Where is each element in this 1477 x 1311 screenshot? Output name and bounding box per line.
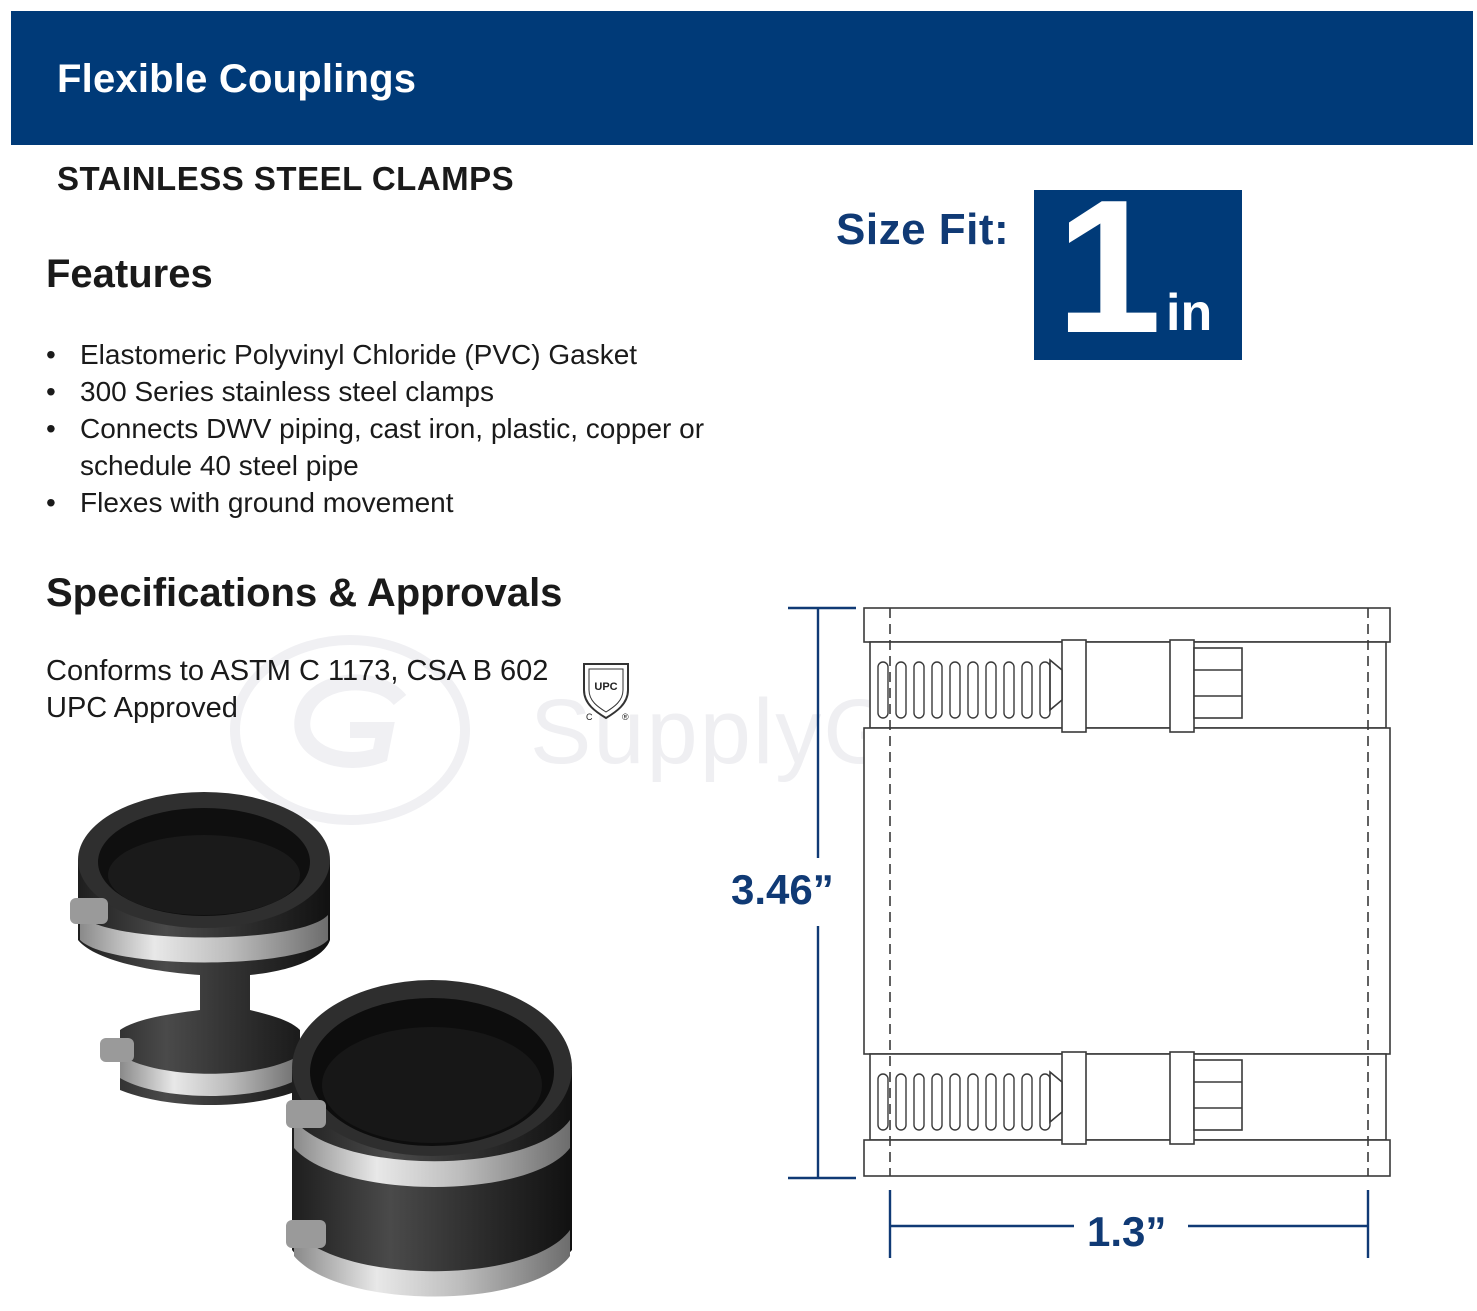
bullet-icon: • bbox=[46, 487, 56, 518]
header-banner: Flexible Couplings bbox=[11, 11, 1473, 145]
upc-certification-icon: UPC C ® bbox=[583, 663, 629, 722]
feature-item: • Flexes with ground movement bbox=[46, 484, 786, 521]
product-photo bbox=[70, 792, 572, 1297]
upc-logo-c: C bbox=[586, 712, 593, 722]
reducer-coupling-image bbox=[70, 792, 330, 1105]
watermark-logo-icon bbox=[230, 635, 470, 825]
product-subtitle: STAINLESS STEEL CLAMPS bbox=[57, 160, 515, 197]
feature-item: • 300 Series stainless steel clamps bbox=[46, 373, 786, 410]
bullet-icon: • bbox=[46, 376, 56, 407]
size-fit-label: Size Fit: bbox=[836, 205, 1010, 254]
specs-line-upc: UPC Approved bbox=[46, 692, 238, 724]
size-fit-unit: in bbox=[1166, 284, 1213, 342]
specs-line-conforms: Conforms to ASTM C 1173, CSA B 602 bbox=[46, 655, 549, 687]
feature-item: • Connects DWV piping, cast iron, plastic… bbox=[46, 410, 786, 484]
upc-logo-registered: ® bbox=[622, 712, 629, 722]
features-heading: Features bbox=[46, 252, 213, 296]
size-fit-badge: 1 in bbox=[1034, 172, 1242, 362]
bullet-icon: • bbox=[46, 413, 56, 444]
dimension-drawing bbox=[788, 606, 1391, 1258]
straight-coupling-image bbox=[286, 980, 572, 1297]
height-dimension-label: 3.46” bbox=[731, 866, 834, 913]
specs-heading: Specifications & Approvals bbox=[46, 571, 563, 615]
feature-text: 300 Series stainless steel clamps bbox=[80, 376, 494, 407]
bullet-icon: • bbox=[46, 339, 56, 370]
feature-item: • Elastomeric Polyvinyl Chloride (PVC) Ga… bbox=[46, 336, 786, 373]
specs-text: Conforms to ASTM C 1173, CSA B 602 UPC A… bbox=[46, 653, 548, 727]
feature-text: Connects DWV piping, cast iron, plastic,… bbox=[80, 413, 705, 481]
width-dimension-label: 1.3” bbox=[1087, 1208, 1167, 1255]
feature-text: Flexes with ground movement bbox=[80, 487, 454, 518]
height-dimension-line bbox=[788, 606, 856, 1180]
feature-text: Elastomeric Polyvinyl Chloride (PVC) Gas… bbox=[80, 339, 638, 370]
page-title: Flexible Couplings bbox=[57, 57, 417, 101]
width-dimension-line bbox=[888, 1190, 1370, 1258]
features-list: • Elastomeric Polyvinyl Chloride (PVC) Ga… bbox=[46, 336, 786, 521]
size-fit-number: 1 bbox=[1056, 161, 1162, 373]
upc-logo-text: UPC bbox=[594, 681, 617, 693]
